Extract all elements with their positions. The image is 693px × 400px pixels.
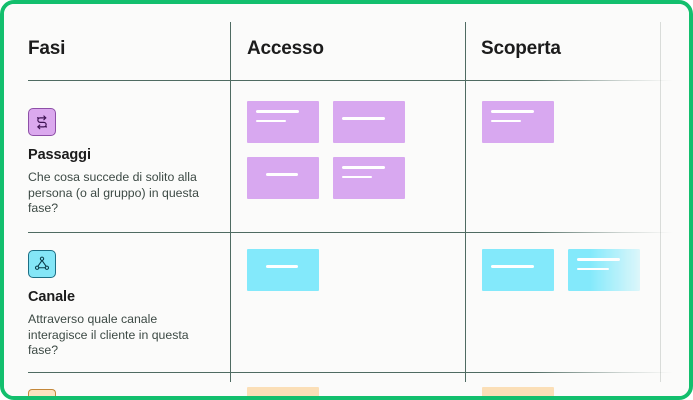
sticky-note[interactable] — [482, 101, 554, 143]
note-line — [577, 258, 621, 261]
sticky-note[interactable] — [333, 101, 405, 143]
row-title-canale: Canale — [28, 289, 75, 305]
row-3-partial — [4, 380, 689, 396]
sticky-note[interactable] — [333, 157, 405, 199]
sticky-note[interactable] — [247, 249, 319, 291]
row-description-canale: Attraverso quale canale interagisce il c… — [28, 312, 189, 357]
row-header-canale[interactable]: Canale Attraverso quale canale interagis… — [28, 250, 218, 359]
column-divider-1 — [230, 22, 231, 382]
sticky-note[interactable] — [482, 387, 554, 396]
column-header-scoperta[interactable]: Scoperta — [481, 38, 561, 59]
note-line — [256, 110, 300, 113]
table-header: Fasi Accesso Scoperta — [4, 22, 689, 80]
sticky-note[interactable] — [247, 101, 319, 143]
sticky-note[interactable] — [247, 387, 319, 396]
note-line — [342, 166, 386, 169]
note-line — [577, 267, 610, 270]
process-flow-icon — [28, 108, 56, 136]
note-line — [491, 110, 535, 113]
row-description-passaggi: Che cosa succede di solito alla persona … — [28, 170, 199, 215]
note-line — [491, 119, 521, 122]
row-divider-2 — [28, 372, 673, 373]
channel-network-icon — [28, 250, 56, 278]
note-line — [265, 173, 299, 176]
header-rule — [28, 80, 673, 81]
row-divider-1 — [28, 232, 673, 233]
row-header-passaggi[interactable]: Passaggi Che cosa succede di solito alla… — [28, 108, 218, 217]
icon-chip-partial[interactable] — [28, 389, 56, 396]
note-line — [256, 119, 286, 122]
sticky-note[interactable] — [247, 157, 319, 199]
note-line — [491, 265, 535, 268]
row-title-passaggi: Passaggi — [28, 147, 91, 163]
sticky-note[interactable] — [482, 249, 554, 291]
column-header-fasi[interactable]: Fasi — [28, 38, 66, 59]
column-divider-2 — [465, 22, 466, 382]
note-line — [265, 265, 299, 268]
column-divider-3 — [660, 22, 661, 382]
sticky-note[interactable] — [568, 249, 640, 291]
journey-map-board: Fasi Accesso Scoperta — [4, 4, 689, 396]
note-line — [342, 175, 372, 178]
column-header-accesso[interactable]: Accesso — [247, 38, 324, 59]
note-line — [342, 117, 386, 120]
